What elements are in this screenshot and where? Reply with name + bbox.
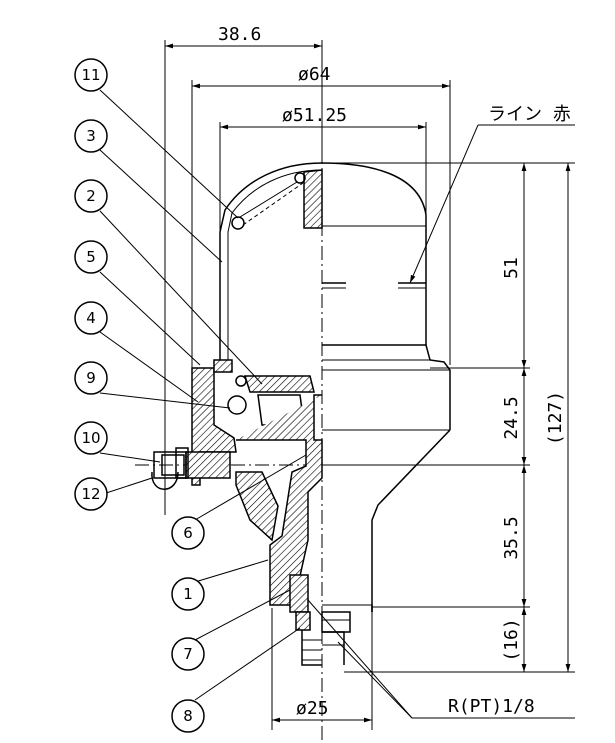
svg-text:7: 7	[183, 645, 193, 663]
section-view	[151, 162, 323, 666]
callouts: 11 3 2 5 4 9 10 12 6 1 7 8	[74, 58, 205, 733]
svg-text:1: 1	[183, 585, 193, 603]
callout-11: 11	[74, 58, 108, 92]
external-view	[321, 162, 451, 665]
svg-text:5: 5	[86, 248, 96, 266]
callout-2: 2	[74, 179, 108, 213]
dim-total-height: (127)	[545, 391, 566, 445]
dim-offset: 38.6	[218, 24, 261, 45]
svg-text:2: 2	[86, 187, 96, 205]
svg-text:8: 8	[183, 707, 193, 725]
dim-inner-diameter: ø51.25	[282, 105, 347, 126]
extension-lines	[164, 40, 575, 730]
dim-base-diameter: ø25	[296, 698, 329, 719]
callout-3: 3	[74, 119, 108, 153]
dim-thread-height: (16)	[501, 618, 522, 661]
svg-text:12: 12	[81, 485, 100, 503]
callout-5: 5	[74, 240, 108, 274]
callout-10: 10	[74, 421, 108, 455]
thread-spec: R(PT)1/8	[448, 696, 535, 717]
callout-12: 12	[74, 477, 108, 511]
dim-lower-height: 35.5	[501, 516, 522, 559]
dim-outer-diameter: ø64	[298, 64, 331, 85]
callout-6: 6	[171, 516, 205, 550]
svg-text:11: 11	[81, 66, 100, 84]
callout-8: 8	[171, 699, 205, 733]
callout-9: 9	[74, 361, 108, 395]
dim-dome-height: 51	[501, 257, 522, 279]
line-note: ライン 赤	[488, 104, 571, 125]
svg-text:4: 4	[86, 309, 96, 327]
svg-text:9: 9	[86, 369, 96, 387]
annotations: ライン 赤 R(PT)1/8	[307, 104, 575, 719]
svg-text:6: 6	[183, 524, 193, 542]
dimensions: 38.6 ø64 ø51.25 ø25	[165, 24, 571, 723]
svg-text:3: 3	[86, 127, 96, 145]
dim-mid-height: 24.5	[501, 396, 522, 439]
callout-7: 7	[171, 637, 205, 671]
callout-1: 1	[171, 577, 205, 611]
svg-text:10: 10	[81, 429, 100, 447]
callout-leaders	[99, 89, 307, 701]
callout-4: 4	[74, 301, 108, 335]
